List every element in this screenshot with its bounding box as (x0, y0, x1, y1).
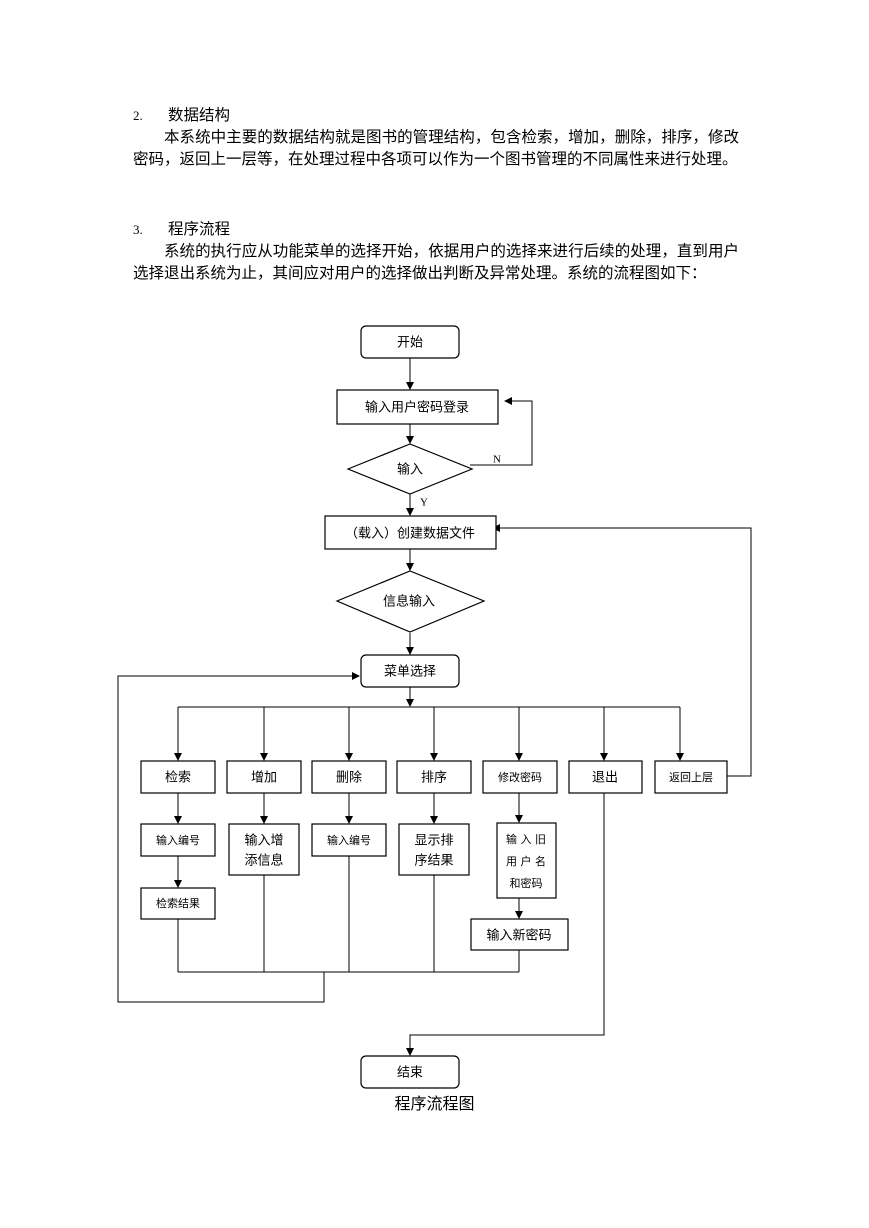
section-2-heading: 2. 数据结构 (133, 104, 230, 127)
arrow-exit-end (406, 793, 605, 1056)
load-file-label: （载入）创建数据文件 (345, 527, 475, 542)
end-terminal (360, 1055, 460, 1089)
old-password-box (496, 822, 557, 899)
section-3-heading: 3. 程序流程 (133, 218, 230, 241)
arrow-no-loop (470, 397, 533, 466)
sort-box (396, 760, 472, 794)
delete-box (311, 760, 387, 794)
section-2-body: 本系统中主要的数据结构就是图书的管理结构，包含检索，增加，删除，排序，修改密码，… (133, 128, 739, 168)
add-input-box (228, 823, 300, 876)
old-password-label-2: 用 户 名 (506, 854, 546, 868)
arrow-return-load (492, 524, 752, 777)
input-decision (346, 443, 474, 495)
load-file-box (324, 515, 497, 550)
section-2-title: 数据结构 (168, 106, 231, 124)
info-decision (335, 570, 486, 633)
password-box (482, 760, 558, 794)
old-password-label-1: 输 入 旧 (506, 832, 546, 846)
sort-show-label-2: 序结果 (414, 854, 453, 869)
old-password-label-3: 和密码 (510, 876, 543, 890)
section-3-number: 3. (133, 222, 143, 237)
option-delete-label: 删除 (336, 771, 362, 786)
figure-caption: 程序流程图 (394, 1094, 475, 1113)
new-password-box (470, 918, 569, 951)
option-search-label: 检索 (165, 771, 191, 786)
return-box (654, 760, 728, 794)
option-return-label: 返回上层 (669, 771, 713, 784)
section-2-number: 2. (133, 108, 143, 123)
menu-box (360, 654, 460, 688)
branch-yes-label: Y (420, 497, 428, 509)
branch-no-label: N (493, 454, 501, 466)
option-password-label: 修改密码 (498, 770, 542, 784)
delete-input-box (311, 823, 387, 857)
exit-box (568, 760, 643, 794)
sort-show-box (398, 823, 470, 876)
add-input-label-2: 添信息 (244, 853, 283, 869)
input-label: 输入 (397, 462, 423, 478)
menu-label: 菜单选择 (384, 665, 436, 680)
login-box (336, 389, 499, 425)
section-3-title: 程序流程 (168, 220, 231, 238)
end-label: 结束 (397, 1066, 423, 1081)
login-label: 输入用户密码登录 (365, 400, 469, 416)
add-input-label-1: 输入增 (244, 833, 283, 849)
delete-input-label: 输入编号 (327, 833, 371, 847)
search-box (140, 760, 216, 794)
search-result-label: 检索结果 (156, 896, 200, 910)
start-terminal (360, 325, 460, 359)
add-box (226, 760, 302, 794)
option-sort-label: 排序 (421, 771, 447, 786)
info-input-label: 信息输入 (383, 594, 435, 610)
sort-show-label-1: 显示排 (414, 834, 453, 849)
option-add-label: 增加 (251, 771, 277, 786)
search-input-label: 输入编号 (156, 833, 200, 847)
search-result-box (140, 887, 216, 920)
arrow-loop-menu (117, 672, 360, 1003)
section-3-body: 系统的执行应从功能菜单的选择开始，依据用户的选择来进行后续的处理，直到用户选择退… (133, 242, 739, 282)
start-label: 开始 (397, 336, 423, 351)
new-password-label: 输入新密码 (486, 928, 551, 944)
search-input-box (140, 823, 216, 857)
option-exit-label: 退出 (592, 771, 618, 786)
